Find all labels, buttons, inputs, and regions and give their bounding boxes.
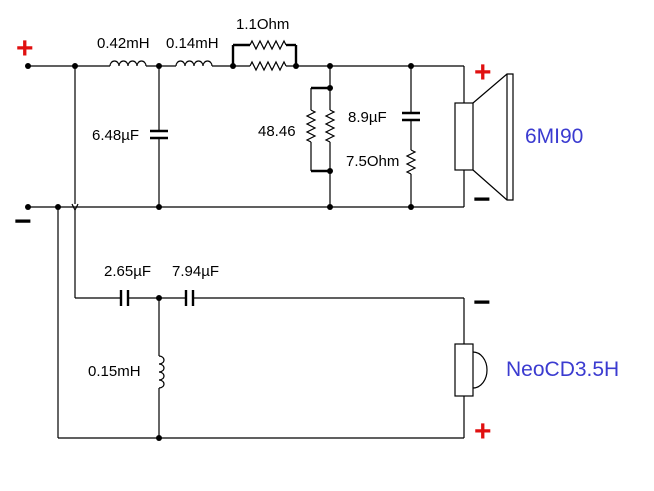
label-48-46: 48.46 — [258, 123, 296, 140]
tweeter-plus-sign: + — [474, 415, 492, 448]
woofer-plus-sign: + — [474, 56, 492, 89]
label-2-65uf: 2.65µF — [104, 263, 151, 280]
resistor-1-1ohm — [249, 39, 287, 51]
label-0-42mh: 0.42mH — [97, 35, 150, 52]
woofer-model-label: 6MI90 — [525, 125, 583, 148]
woofer-network: + − 0.42mH 0.14mH 1.1Ohm 6.48µF 48.46 8.… — [28, 16, 583, 216]
resistor-7-5ohm — [405, 149, 417, 175]
resistor-48-46-b — [324, 109, 336, 143]
woofer-minus-sign: − — [473, 183, 491, 216]
resistor-series — [249, 60, 287, 72]
input-plus-sign: + — [16, 32, 34, 65]
label-7-5ohm: 7.5Ohm — [346, 153, 399, 170]
inductor-0-15mh — [158, 355, 165, 389]
tweeter-model-label: NeoCD3.5H — [506, 358, 619, 381]
inductor-0-14mh — [175, 60, 213, 67]
tweeter-network: − + 2.65µF 7.94µF 0.15mH NeoCD3.5H — [55, 203, 619, 448]
tweeter-minus-sign: − — [473, 286, 491, 319]
woofer-speaker-icon — [454, 73, 514, 201]
inductor-0-42mh — [109, 60, 147, 67]
label-6-48uf: 6.48µF — [92, 127, 139, 144]
label-0-15mh: 0.15mH — [88, 363, 141, 380]
label-0-14mh: 0.14mH — [166, 35, 219, 52]
label-7-94uf: 7.94µF — [172, 263, 219, 280]
input-minus-sign: − — [14, 205, 32, 238]
label-8-9uf: 8.9µF — [348, 109, 387, 126]
label-1-1ohm: 1.1Ohm — [236, 16, 289, 33]
resistor-48-46-a — [305, 109, 317, 143]
tweeter-speaker-icon — [454, 343, 488, 397]
